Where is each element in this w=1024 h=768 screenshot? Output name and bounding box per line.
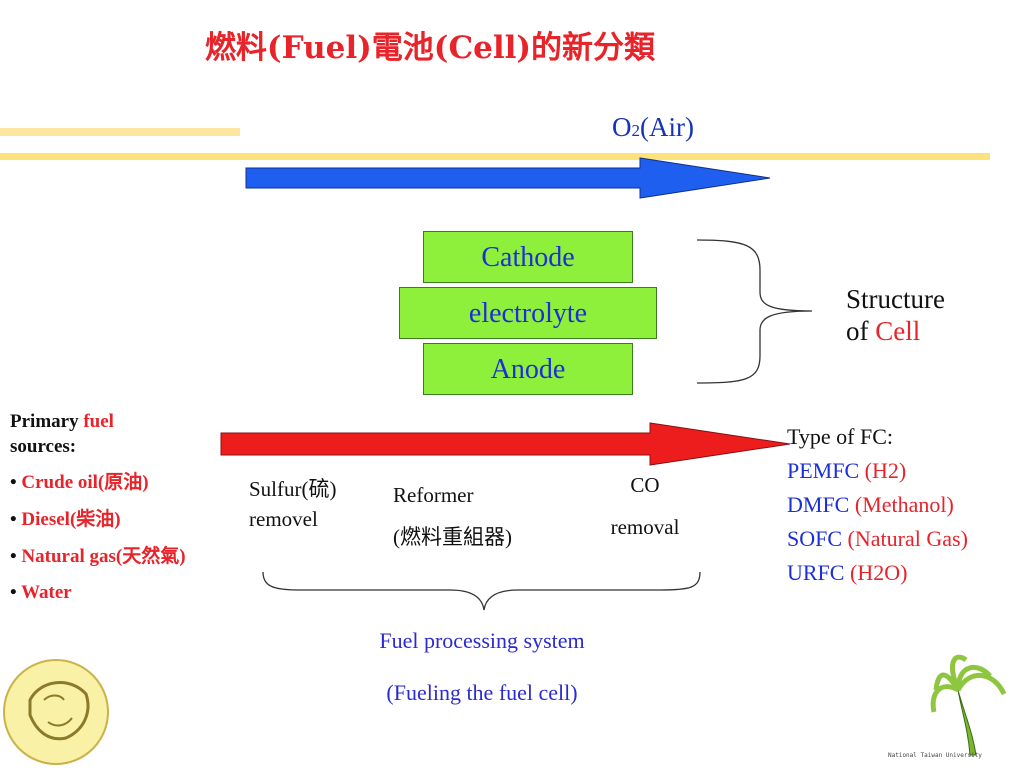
list-item: • Natural gas(天然氣) [10, 545, 186, 567]
electrolyte-layer: electrolyte [399, 287, 657, 339]
cathode-layer: Cathode [423, 231, 633, 283]
university-label: National Taiwan University [888, 752, 982, 759]
primary-heading: Primary fuel [10, 411, 114, 432]
list-item: • Crude oil(原油) [10, 472, 149, 494]
o2-arrow [245, 157, 771, 199]
list-item: PEMFC (H2) [787, 458, 907, 484]
fps-brace [262, 571, 701, 611]
decor-line-top [0, 128, 240, 136]
fps-subtitle: (Fueling the fuel cell) [386, 680, 578, 705]
fps-label: Fuel processing system [379, 628, 585, 653]
list-item: SOFC (Natural Gas) [787, 526, 968, 552]
fc-type-list: Type of FC: PEMFC (H2) DMFC (Methanol) S… [787, 420, 968, 590]
structure-brace [696, 239, 813, 384]
fc-type-heading: Type of FC: [787, 424, 894, 449]
list-item: • Diesel(柴油) [10, 509, 121, 531]
reformer-step: Reformer (燃料重組器) [393, 483, 512, 549]
o2-label: O2(Air) [612, 112, 694, 142]
list-item: • Water [10, 582, 72, 604]
list-item: DMFC (Methanol) [787, 492, 954, 518]
slide-title: 燃料(Fuel)電池(Cell)的新分類 [204, 30, 656, 66]
palm-tree-icon [930, 654, 1007, 756]
ntu-logo-icon [3, 659, 109, 765]
co-removal-step: CO removal [610, 473, 680, 539]
list-item: URFC (H2O) [787, 560, 908, 586]
structure-of-cell-label: Structure of Cell [846, 284, 945, 347]
fuel-arrow [220, 422, 791, 466]
decor-line-bottom [0, 153, 990, 160]
anode-layer: Anode [423, 343, 633, 395]
sulfur-removal-step: Sulfur(硫) removel [249, 477, 337, 532]
primary-fuel-sources: Primary fuel sources: • Crude oil(原油) • … [10, 410, 220, 606]
